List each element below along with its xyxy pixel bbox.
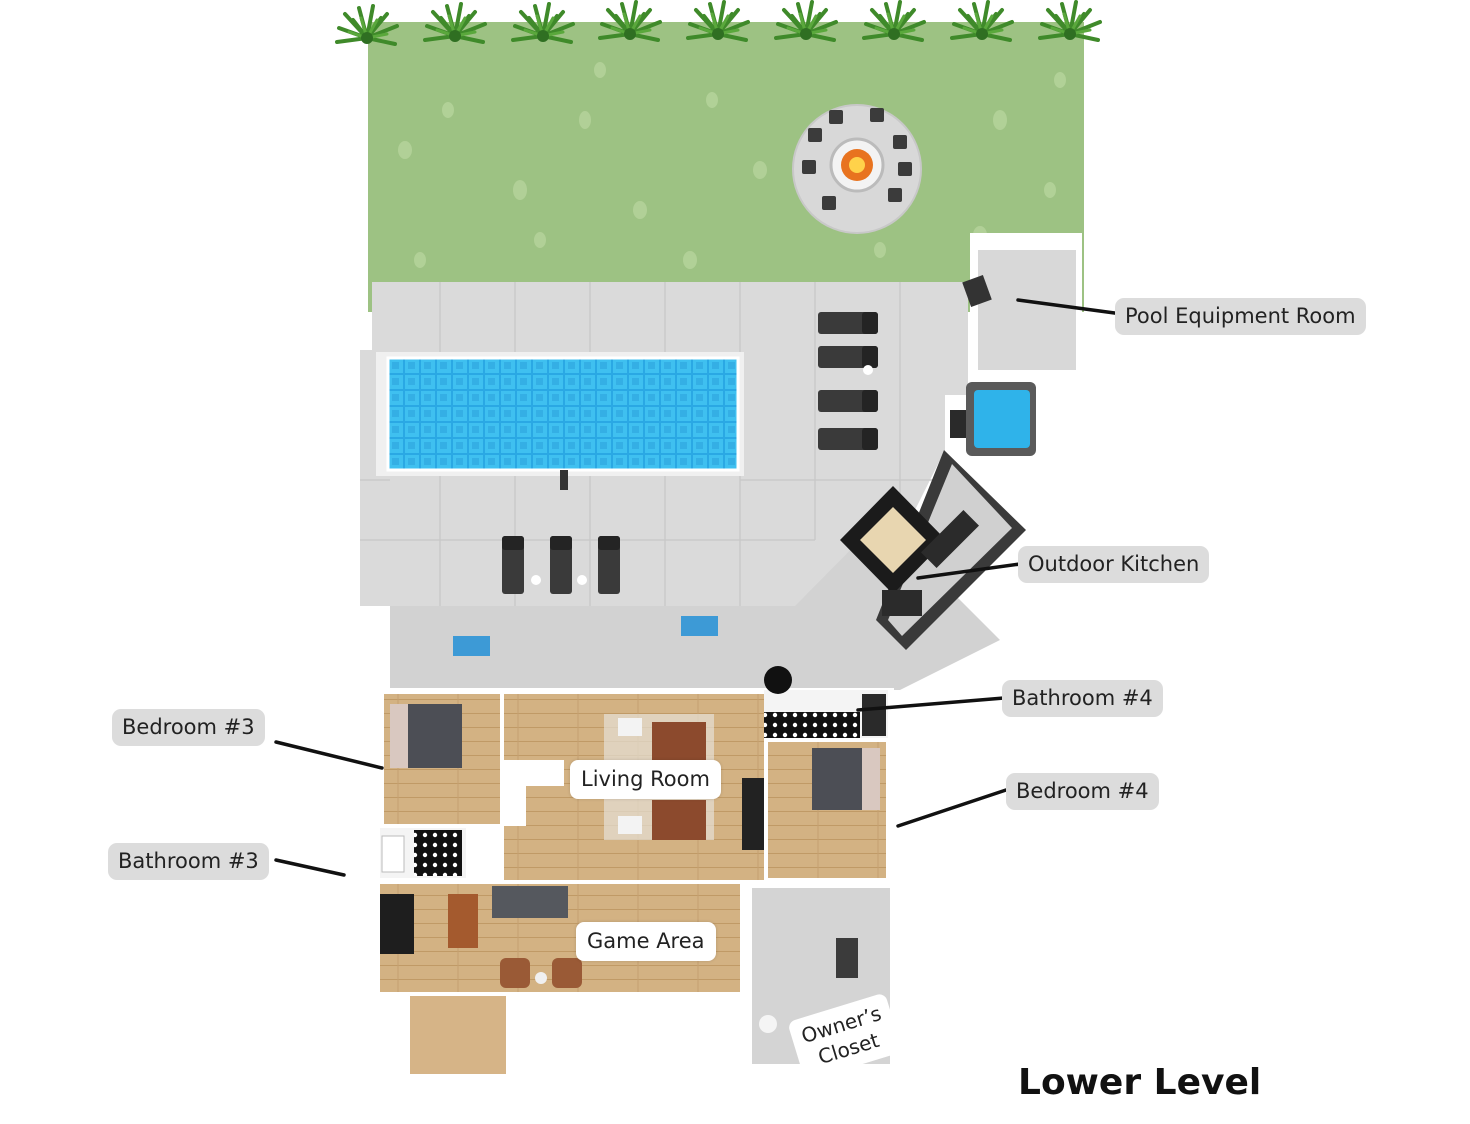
label-living-room: Living Room bbox=[570, 760, 721, 799]
label-bathroom-3: Bathroom #3 bbox=[108, 843, 269, 880]
bed-icon bbox=[812, 748, 880, 810]
label-game-area: Game Area bbox=[576, 922, 716, 961]
label-bedroom-4: Bedroom #4 bbox=[1006, 773, 1159, 810]
label-outdoor-kitchen: Outdoor Kitchen bbox=[1018, 546, 1210, 583]
pool bbox=[386, 356, 740, 472]
outdoor-kitchen bbox=[840, 450, 1026, 650]
lawn bbox=[368, 22, 1084, 312]
level-title: Lower Level bbox=[1018, 1062, 1262, 1103]
cornhole-board bbox=[681, 616, 718, 636]
walkway bbox=[390, 520, 1000, 690]
palm-plant-icon bbox=[335, 0, 1102, 46]
label-pool-equipment-room: Pool Equipment Room bbox=[1115, 298, 1366, 335]
label-bathroom-4: Bathroom #4 bbox=[1002, 680, 1163, 717]
sofa-icon bbox=[652, 722, 706, 840]
bed-icon bbox=[390, 704, 462, 768]
fire-pit-icon bbox=[792, 104, 922, 234]
grass-tufts bbox=[398, 62, 1066, 269]
hot-tub-icon bbox=[950, 382, 1036, 456]
cornhole-board bbox=[453, 636, 490, 656]
label-bedroom-3: Bedroom #3 bbox=[112, 709, 265, 746]
